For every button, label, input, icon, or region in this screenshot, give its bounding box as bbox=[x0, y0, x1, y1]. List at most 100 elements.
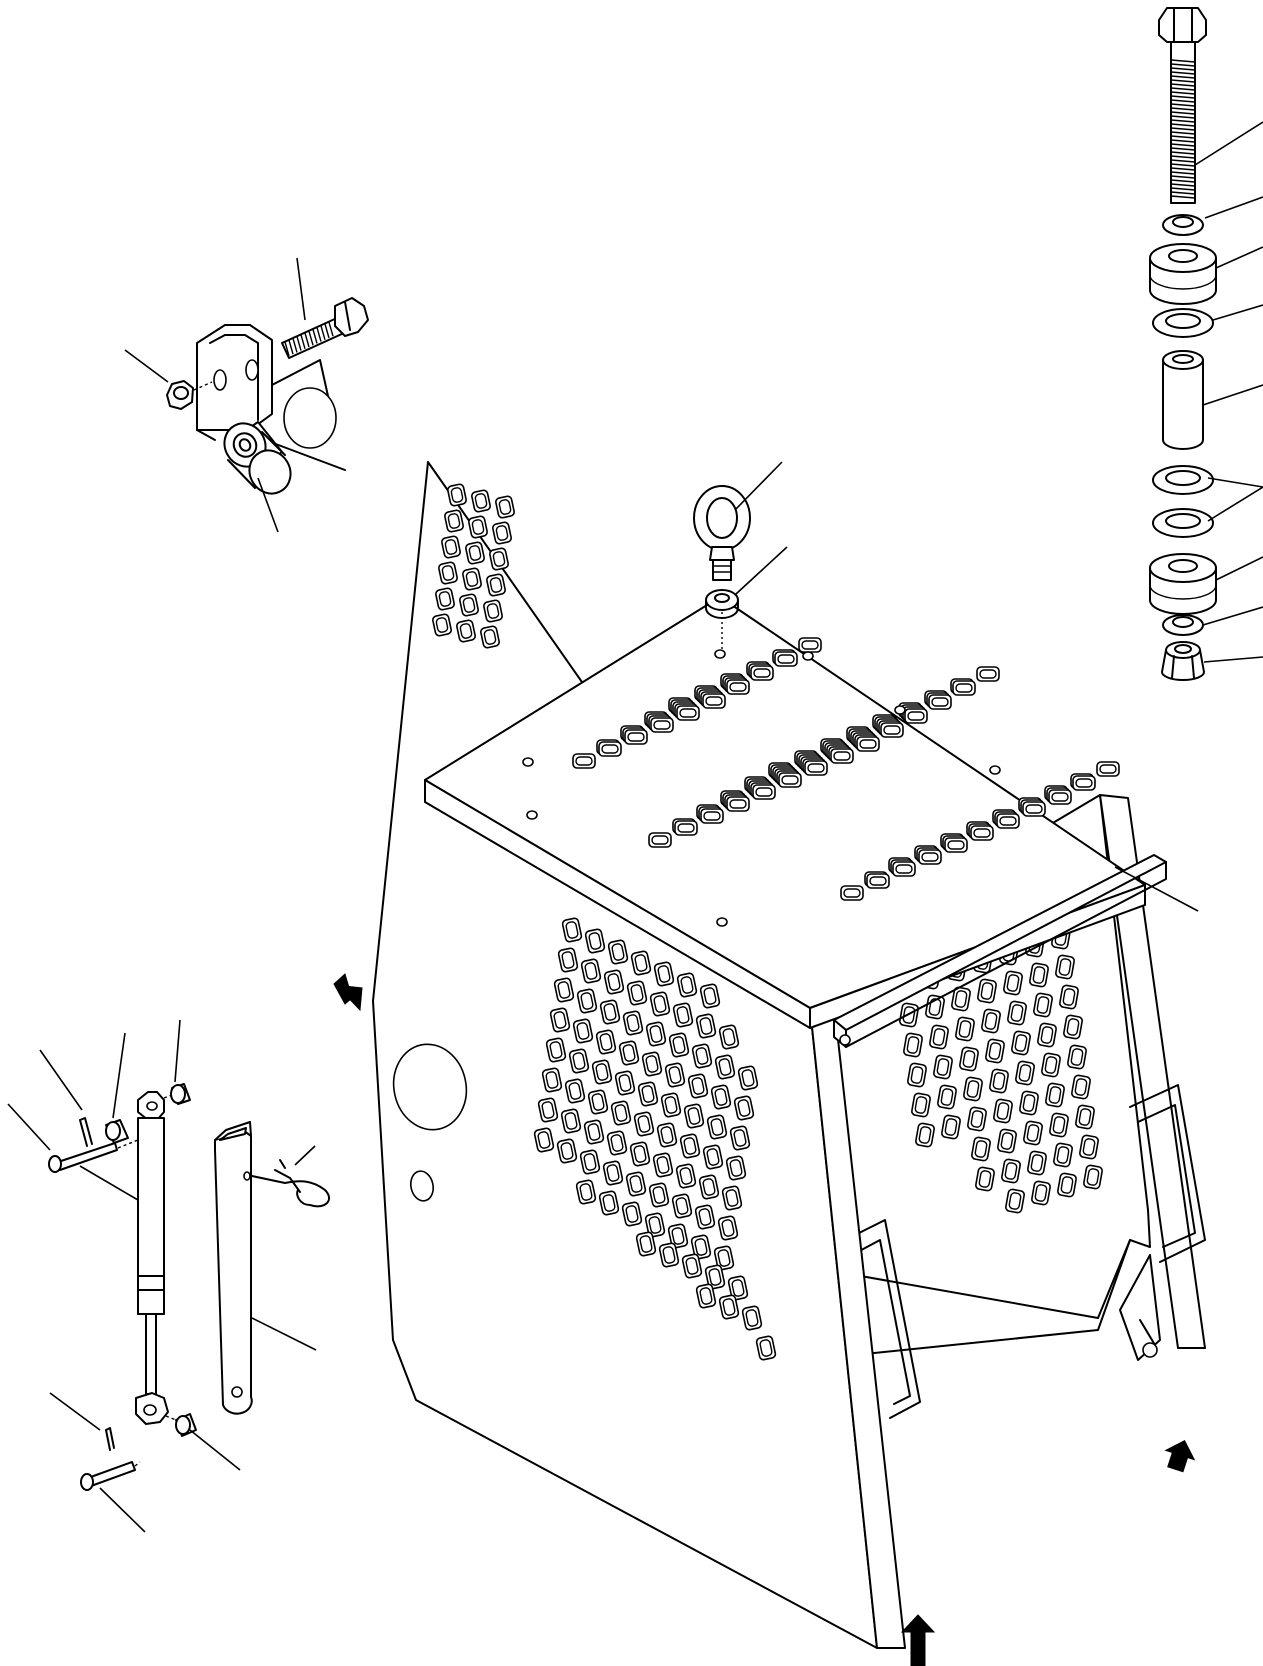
perforation-slot bbox=[1057, 1172, 1077, 1198]
perforation-slot bbox=[971, 1136, 991, 1162]
perforation-slot bbox=[644, 1212, 666, 1238]
perforation-slot bbox=[866, 873, 890, 889]
perforation-slot bbox=[702, 693, 726, 709]
washer bbox=[1152, 465, 1214, 495]
perforation-slot bbox=[1079, 1134, 1099, 1160]
gas-spring bbox=[135, 1091, 169, 1425]
perforation-slot bbox=[830, 748, 854, 764]
perforation-slot bbox=[933, 1054, 953, 1080]
perforation-slot bbox=[641, 1051, 663, 1077]
perforation-slot bbox=[607, 939, 629, 965]
perforation-slot bbox=[977, 978, 997, 1004]
perforation-slot bbox=[606, 1130, 628, 1156]
perforation-slot bbox=[648, 1182, 670, 1208]
canopy-guard bbox=[372, 461, 1206, 1649]
perforation-slot bbox=[653, 961, 675, 987]
leader-lines bbox=[7, 121, 1263, 1533]
nut bbox=[166, 380, 194, 410]
washer bbox=[705, 589, 739, 619]
perforation-slot bbox=[572, 753, 596, 769]
perforation-slot bbox=[595, 1029, 617, 1055]
perforation-slot bbox=[710, 1084, 732, 1110]
perforation-slot bbox=[687, 1073, 709, 1099]
perforation-slot bbox=[699, 983, 721, 1009]
perforation-slot bbox=[750, 665, 774, 681]
perforation-slot bbox=[911, 1092, 931, 1118]
perforation-slot bbox=[1011, 1030, 1031, 1056]
perforation-slot bbox=[492, 521, 512, 545]
perforation-slot bbox=[1037, 1022, 1057, 1048]
perforation-slot bbox=[695, 1283, 717, 1309]
perforation-slot bbox=[444, 509, 464, 533]
perforation-slot bbox=[733, 1095, 755, 1121]
perforation-slot bbox=[465, 541, 485, 565]
perforation-slot bbox=[1027, 1150, 1047, 1176]
perforation-slot bbox=[650, 717, 674, 733]
perforation-slot bbox=[610, 1100, 632, 1126]
perforation-slot bbox=[598, 741, 622, 757]
perforation-slot bbox=[658, 1242, 680, 1268]
perforation-slot bbox=[591, 1059, 613, 1085]
perforation-slot bbox=[804, 760, 828, 776]
perforation-slot bbox=[985, 1038, 1005, 1064]
perforation-slot bbox=[580, 958, 602, 984]
left-side-perforation bbox=[432, 483, 777, 1361]
perforation-slot bbox=[603, 969, 625, 995]
perforation-slot bbox=[955, 1016, 975, 1042]
perforation-slot bbox=[929, 1024, 949, 1050]
perforation-slot bbox=[925, 994, 945, 1020]
perforation-slot bbox=[1003, 970, 1023, 996]
perforation-slot bbox=[584, 928, 606, 954]
perforation-slot bbox=[918, 849, 942, 865]
perforation-slot bbox=[483, 599, 503, 623]
perforation-slot bbox=[976, 666, 1000, 682]
perforation-slot bbox=[856, 736, 880, 752]
perforation-slot bbox=[1049, 1112, 1069, 1138]
perforation-slot bbox=[674, 820, 698, 836]
perforation-slot bbox=[752, 784, 776, 800]
perforation-slot bbox=[1059, 984, 1079, 1010]
perforation-slot bbox=[576, 988, 598, 1014]
eye-bolt bbox=[693, 485, 751, 581]
perforation-slot bbox=[967, 1106, 987, 1132]
perforation-slot bbox=[435, 587, 455, 611]
washer bbox=[105, 1119, 129, 1144]
perforation-slot bbox=[1033, 992, 1053, 1018]
perforation-slot bbox=[907, 1062, 927, 1088]
cotter-pin bbox=[79, 1117, 93, 1147]
perforation-slot bbox=[904, 708, 928, 724]
trim-strip bbox=[833, 854, 1167, 1048]
perforation-slot bbox=[700, 808, 724, 824]
perforation-slot bbox=[633, 1111, 655, 1137]
perforation-slot bbox=[486, 573, 506, 597]
perforation-slot bbox=[672, 1002, 694, 1028]
perforation-slot bbox=[915, 1122, 935, 1148]
long-bolt bbox=[1158, 7, 1207, 204]
rubber-mount bbox=[1149, 243, 1217, 305]
perforation-slot bbox=[704, 1264, 726, 1290]
perforation-slot bbox=[714, 1054, 736, 1080]
perforation-slot bbox=[495, 495, 515, 519]
perforation-slot bbox=[679, 1133, 701, 1159]
perforation-slot bbox=[993, 1098, 1013, 1124]
perforation-slot bbox=[702, 1144, 724, 1170]
perforation-slot bbox=[675, 1163, 697, 1189]
perforation-slot bbox=[729, 1125, 751, 1151]
perforation-slot bbox=[579, 1149, 601, 1175]
cotter-pin bbox=[105, 1427, 115, 1451]
perforation-slot bbox=[1075, 1104, 1095, 1130]
perforation-slot bbox=[1007, 1000, 1027, 1026]
perforation-slot bbox=[774, 651, 798, 667]
perforation-slot bbox=[649, 991, 671, 1017]
perforation-slot bbox=[635, 1231, 657, 1257]
perforation-slot bbox=[970, 825, 994, 841]
perforation-slot bbox=[545, 1037, 567, 1063]
perforation-slot bbox=[1023, 1120, 1043, 1146]
perforation-slot bbox=[691, 1043, 713, 1069]
perforation-slot bbox=[664, 1062, 686, 1088]
perforation-slot bbox=[981, 1008, 1001, 1034]
perforation-slot bbox=[432, 613, 452, 637]
perforation-slot bbox=[718, 1024, 740, 1050]
perforation-slot bbox=[726, 796, 750, 812]
washer bbox=[1152, 308, 1214, 338]
